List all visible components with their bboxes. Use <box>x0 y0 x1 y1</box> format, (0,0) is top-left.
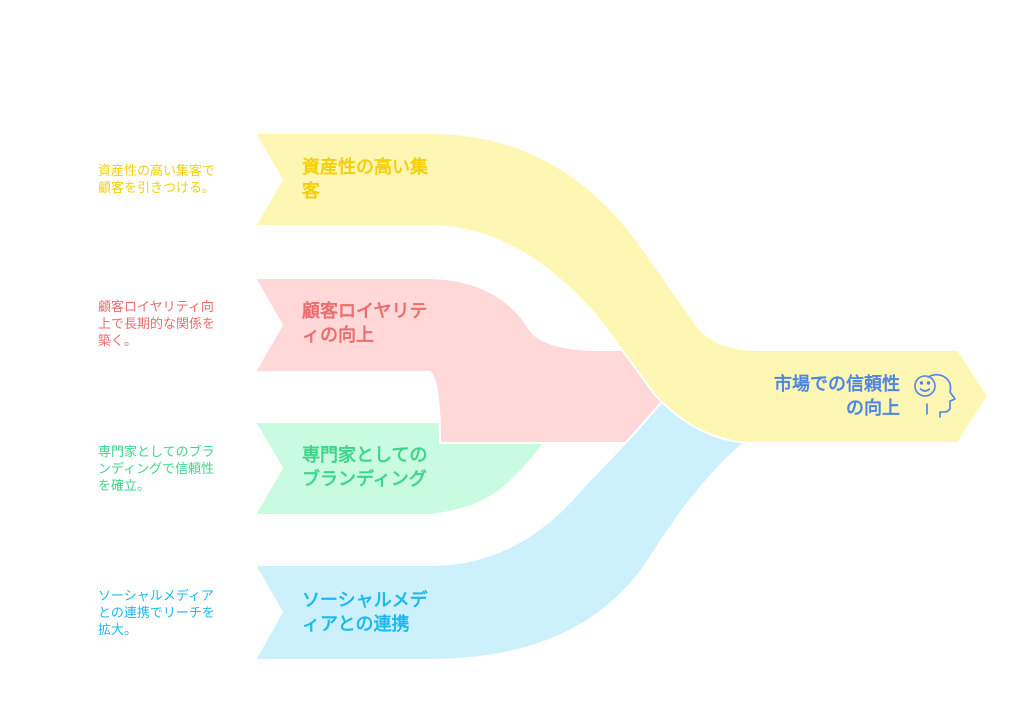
output-label: 市場での信頼性 の向上 <box>774 374 900 419</box>
description-social: ソーシャルメディア との連携でリーチを 拡大。 <box>98 589 215 638</box>
description-loyalty: 顧客ロイヤリティ向 上で長期的な関係を 築く。 <box>98 300 216 349</box>
band-social <box>253 396 747 661</box>
label-loyalty: 顧客ロイヤリテ ィの向上 <box>302 301 428 346</box>
band-asset-customer <box>253 132 990 444</box>
label-asset-customer: 資産性の高い集 客 <box>302 157 428 202</box>
label-social: ソーシャルメデ ィアとの連携 <box>302 590 428 635</box>
label-branding: 専門家としての ブランディング <box>302 445 428 490</box>
description-asset-customer: 資産性の高い集客で 顧客を引きつける。 <box>98 164 216 196</box>
person-head-smile-icon <box>914 373 956 418</box>
description-branding: 専門家としてのブラ ンディングで信頼性 を確立。 <box>98 445 215 494</box>
band-loyalty <box>253 277 731 444</box>
